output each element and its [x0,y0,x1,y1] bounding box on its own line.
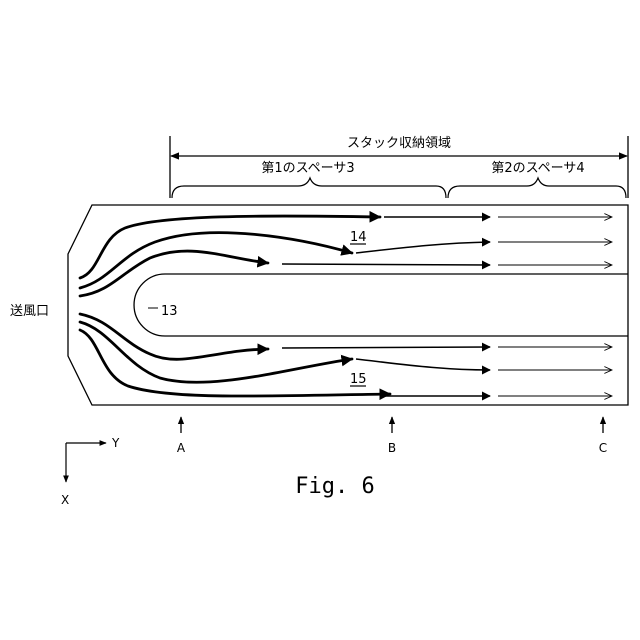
axis-x-label: X [61,493,69,507]
label-14: 14 [350,230,367,245]
coordinate-axes: Y X [61,436,120,507]
storage-region-label: スタック収納領域 [347,135,451,151]
spacer2-brace: 第2のスペーサ4 [448,161,626,198]
inlet-label: 送風口 [10,304,49,319]
label-13: 13 [161,304,178,319]
section-marker-a: A [177,417,186,455]
spacer1-label: 第1のスペーサ3 [261,161,354,176]
section-marker-b: B [388,417,396,455]
thin-flow-lines [498,217,612,396]
svg-text:C: C [599,441,607,455]
lower-flow-lines [80,314,390,396]
section-marker-c: C [599,417,607,455]
axis-y-label: Y [111,436,120,450]
spacer2-label: 第2のスペーサ4 [491,161,584,176]
figure-caption: Fig. 6 [295,474,374,499]
divider-13 [134,274,628,336]
upper-flow-lines [80,216,380,296]
spacer1-brace: 第1のスペーサ3 [172,161,446,198]
label-15: 15 [350,372,367,387]
svg-text:B: B [388,441,396,455]
svg-text:A: A [177,441,186,455]
